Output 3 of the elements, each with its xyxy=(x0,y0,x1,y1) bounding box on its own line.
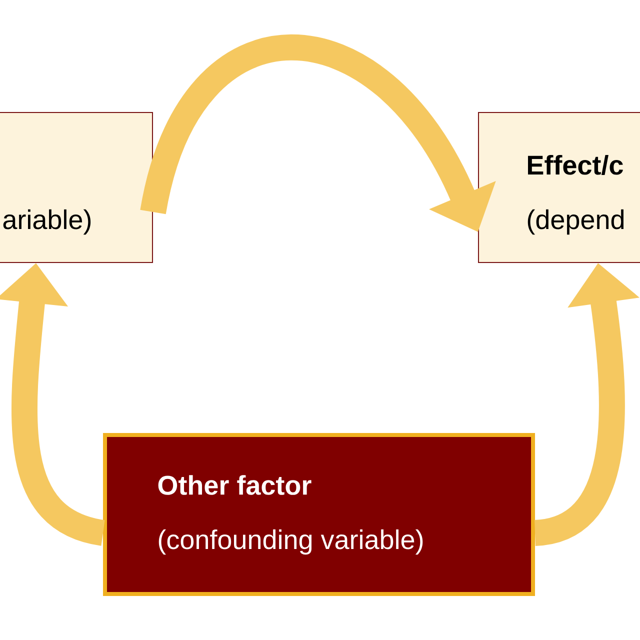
box: Other factor (confounding variable) xyxy=(103,433,535,596)
box: Effect/c (depend xyxy=(478,112,640,263)
box: ariable) xyxy=(0,112,153,263)
